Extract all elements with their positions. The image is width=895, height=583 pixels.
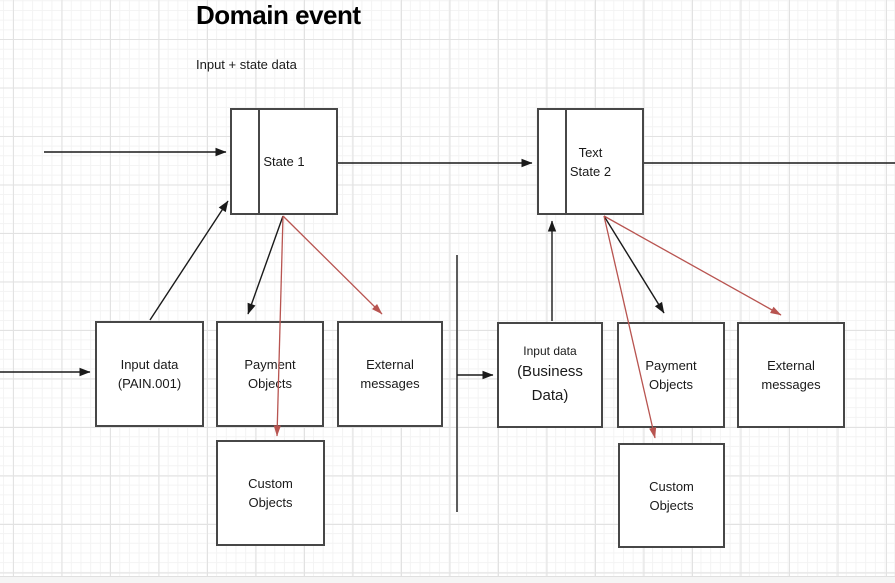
custom-objects-left-line1: Custom bbox=[248, 476, 293, 491]
arrow-input-pain-to-state1[interactable] bbox=[149, 200, 229, 321]
arrow-state2-to-external-right[interactable] bbox=[603, 215, 782, 316]
external-messages-left-line1: External bbox=[366, 357, 414, 372]
state2-label-line2: State 2 bbox=[569, 163, 612, 179]
input-data-pain-line2: (PAIN.001) bbox=[117, 376, 182, 391]
input-data-pain-box[interactable]: Input data (PAIN.001) bbox=[95, 321, 204, 427]
custom-objects-right-box[interactable]: Custom Objects bbox=[618, 443, 725, 548]
custom-objects-right-line2: Objects bbox=[649, 497, 694, 513]
custom-objects-left-line2: Objects bbox=[248, 495, 293, 510]
state1-box[interactable]: State 1 bbox=[230, 108, 338, 215]
input-data-business-box[interactable]: Input data (Business Data) bbox=[497, 322, 603, 428]
diagram-title[interactable]: Domain event bbox=[196, 0, 361, 30]
state2-label-line1: Text bbox=[578, 144, 603, 160]
payment-objects-right-line1: Payment bbox=[645, 358, 697, 373]
state2-partition bbox=[539, 110, 567, 213]
arrow-state1-to-external-left[interactable] bbox=[282, 215, 383, 315]
custom-objects-left-box[interactable]: Custom Objects bbox=[216, 440, 325, 546]
state1-label: State 1 bbox=[263, 154, 305, 169]
external-messages-right-line1: External bbox=[767, 358, 815, 373]
payment-objects-right-box[interactable]: Payment Objects bbox=[617, 322, 725, 428]
external-messages-left-box[interactable]: External messages bbox=[337, 321, 443, 427]
external-messages-right-line2: messages bbox=[761, 377, 821, 392]
external-messages-left-line2: messages bbox=[360, 376, 420, 391]
payment-objects-right-line2: Objects bbox=[648, 377, 694, 392]
page-bottom-edge bbox=[0, 576, 895, 583]
payment-objects-left-line2: Objects bbox=[247, 376, 293, 391]
arrow-state1-to-payment-left[interactable] bbox=[247, 215, 284, 315]
diagram-subtitle[interactable]: Input + state data bbox=[196, 57, 297, 72]
arrow-state2-to-custom-right[interactable] bbox=[603, 215, 657, 439]
payment-objects-left-line1: Payment bbox=[244, 357, 296, 372]
external-messages-right-box[interactable]: External messages bbox=[737, 322, 845, 428]
arrow-state1-to-custom-left[interactable] bbox=[273, 215, 284, 437]
payment-objects-left-box[interactable]: Payment Objects bbox=[216, 321, 324, 427]
input-data-business-line1: Input data bbox=[523, 343, 577, 358]
custom-objects-right-line1: Custom bbox=[649, 478, 694, 494]
input-data-pain-line1: Input data bbox=[120, 357, 179, 372]
state1-partition bbox=[232, 110, 260, 213]
arrow-state2-to-payment-right[interactable] bbox=[603, 215, 665, 314]
state2-box[interactable]: Text State 2 bbox=[537, 108, 644, 215]
input-data-business-line2: (Business Data) bbox=[517, 362, 583, 404]
